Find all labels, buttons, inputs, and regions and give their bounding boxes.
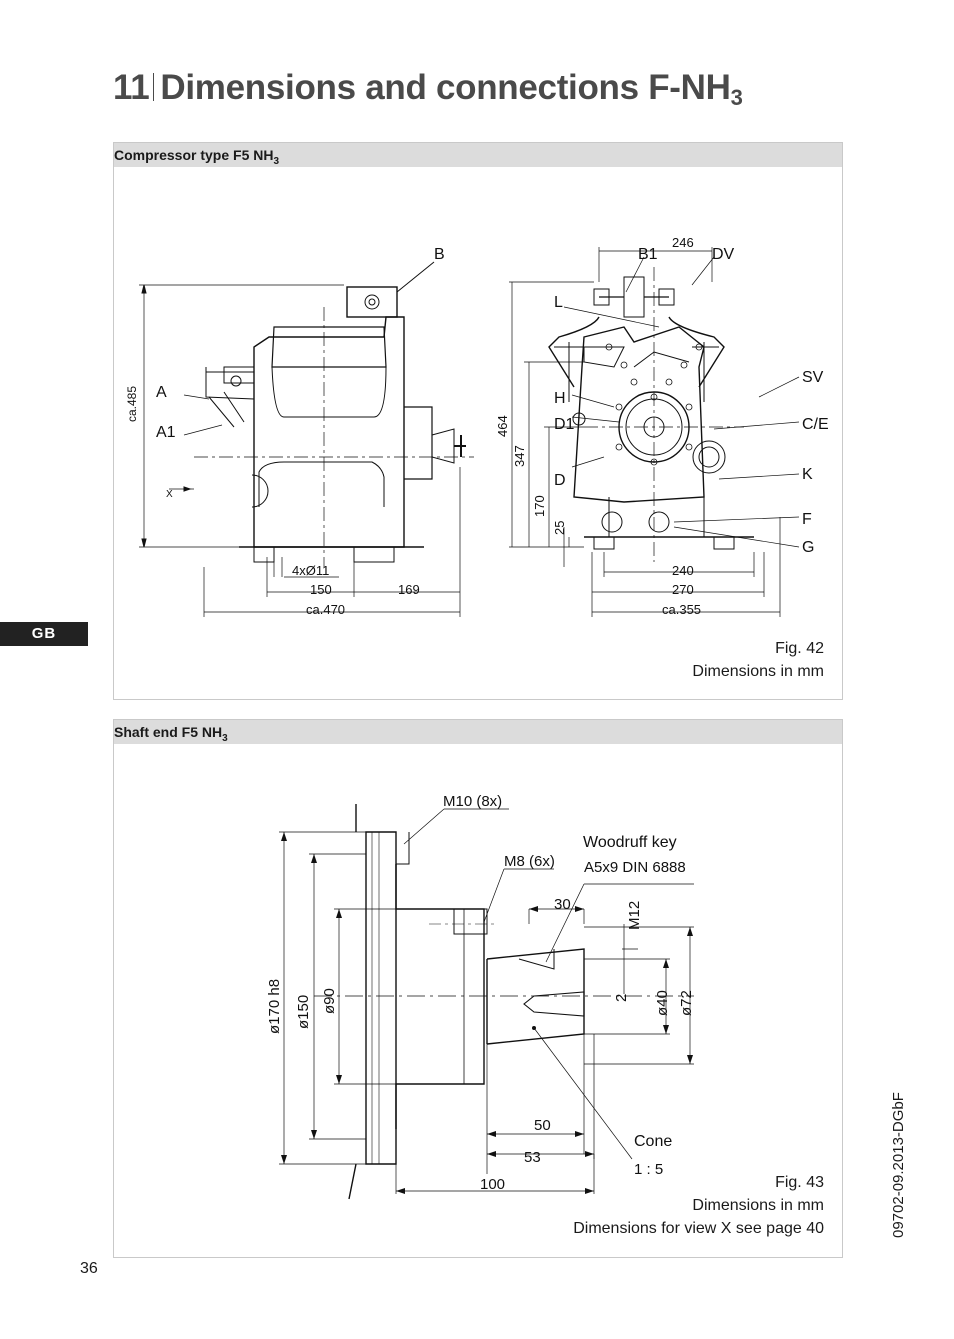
title-divider <box>153 73 155 101</box>
document-id: 09702-09.2013-DGbF <box>868 1080 908 1240</box>
label-30: 30 <box>554 896 571 913</box>
label-dv: DV <box>712 246 735 263</box>
label-d1: D1 <box>554 416 575 433</box>
label-50: 50 <box>534 1117 551 1134</box>
label-53: 53 <box>524 1149 541 1166</box>
label-b1: B1 <box>638 246 658 263</box>
label-100: 100 <box>480 1176 505 1193</box>
dim-170: 170 <box>532 495 547 517</box>
label-m8: M8 (6x) <box>504 853 555 870</box>
dim-464: 464 <box>495 415 510 437</box>
dim-347: 347 <box>512 445 527 467</box>
label-k: K <box>802 466 813 483</box>
label-sv: SV <box>802 369 824 386</box>
fig43-note2: Dimensions for view X see page 40 <box>573 1220 824 1237</box>
shaft-drawing: M10 (8x) M8 (6x) A5x9 DIN 6888 30 M12 2 … <box>266 793 695 1200</box>
heading-subscript: 3 <box>273 155 280 167</box>
page-title: 11 Dimensions and connections F-NH3 <box>113 68 743 111</box>
dim-169: 169 <box>398 582 420 597</box>
fig42-note: Dimensions in mm <box>692 663 824 680</box>
compressor-drawing: B A A1 X B1 DV L SV H D1 C/E D K F G ca.… <box>125 235 829 617</box>
label-ce: C/E <box>802 416 829 433</box>
fig43-label: Fig. 43 <box>775 1174 824 1191</box>
label-cone-ratio: 1 : 5 <box>634 1161 663 1178</box>
front-view <box>509 247 800 617</box>
label-a1: A1 <box>156 424 176 441</box>
label-phi72: ø72 <box>678 990 695 1016</box>
label-phi170: ø170 h8 <box>266 979 283 1034</box>
side-view <box>139 261 474 617</box>
label-phi40: ø40 <box>654 990 671 1016</box>
label-woodruff: Woodruff key <box>583 834 677 851</box>
panel-compressor-heading: Compressor type F5 NH3 <box>114 143 842 167</box>
title-text: Dimensions and connections F-NH <box>160 68 731 107</box>
document-id-text: 09702-09.2013-DGbF <box>890 1092 907 1238</box>
label-l: L <box>554 294 563 311</box>
dim-25: 25 <box>552 521 567 535</box>
panel-shaft: Shaft end F5 NH3 <box>113 719 843 1258</box>
label-m12: M12 <box>626 901 643 930</box>
panel-shaft-heading: Shaft end F5 NH3 <box>114 720 842 744</box>
panel-compressor: Compressor type F5 NH3 <box>113 142 843 700</box>
dim-246: 246 <box>672 235 694 250</box>
label-woodruff-spec: A5x9 DIN 6888 <box>584 859 686 876</box>
fig42-label: Fig. 42 <box>775 640 824 657</box>
label-x: X <box>166 489 173 500</box>
label-m10: M10 (8x) <box>443 793 502 810</box>
fig43-note: Dimensions in mm <box>692 1197 824 1214</box>
dim-150: 150 <box>310 582 332 597</box>
dim-ca355: ca.355 <box>662 602 701 617</box>
dim-ca485: ca.485 <box>125 386 139 422</box>
dim-ca470: ca.470 <box>306 602 345 617</box>
label-g: G <box>802 539 814 556</box>
fig43-caption: Fig. 43 Dimensions in mm Dimensions for … <box>573 1171 824 1240</box>
heading-text: Shaft end F5 NH <box>114 724 223 740</box>
dim-240: 240 <box>672 563 694 578</box>
label-h: H <box>554 390 566 407</box>
title-subscript: 3 <box>730 85 743 110</box>
label-a: A <box>156 384 167 401</box>
label-2: 2 <box>613 994 630 1002</box>
heading-text: Compressor type F5 NH <box>114 147 274 163</box>
language-tag: GB <box>0 622 88 646</box>
label-b: B <box>434 246 445 263</box>
heading-subscript: 3 <box>222 732 228 744</box>
label-d: D <box>554 472 566 489</box>
label-phi90: ø90 <box>321 988 338 1014</box>
label-cone: Cone <box>634 1133 672 1150</box>
fig42-caption: Fig. 42 Dimensions in mm <box>692 637 824 683</box>
label-phi150: ø150 <box>295 995 312 1029</box>
dim-270: 270 <box>672 582 694 597</box>
page-number: 36 <box>80 1260 98 1277</box>
label-f: F <box>802 511 812 528</box>
section-number: 11 <box>113 68 150 107</box>
dim-hole: 4xØ11 <box>292 563 329 578</box>
